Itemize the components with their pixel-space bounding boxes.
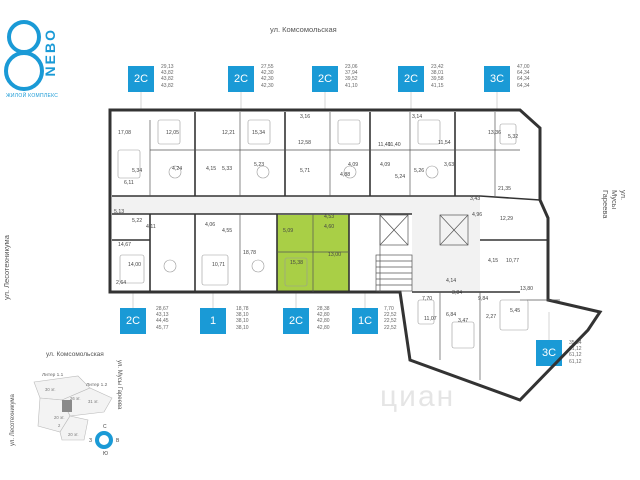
unit-badge-top-4[interactable]: 2С (398, 66, 424, 92)
room-area-label: 5,22 (132, 218, 142, 224)
room-area-label: 10,77 (506, 258, 519, 264)
logo-eight (4, 20, 44, 91)
unit-badge-right[interactable]: 3С (536, 340, 562, 366)
room-area-label: 2,27 (486, 314, 496, 320)
room-area-label: 11,40 (378, 142, 391, 148)
minimap-street-top: ул. Комсомольская (46, 351, 104, 358)
room-area-label: 18,78 (243, 250, 256, 256)
room-area-label: 11,07 (424, 316, 437, 322)
room-area-label: 5,26 (414, 168, 424, 174)
room-area-label: 4,09 (380, 162, 390, 168)
street-top-label: ул. Комсомольская (270, 25, 337, 34)
room-area-label: 3,14 (412, 114, 422, 120)
room-area-label: 12,58 (298, 140, 311, 146)
room-area-label: 5,23 (254, 162, 264, 168)
room-area-label: 13,00 (328, 252, 341, 258)
room-area-label: 5,24 (395, 174, 405, 180)
room-area-label: 7,70 (422, 296, 432, 302)
room-area-label: 6,11 (124, 180, 134, 186)
watermark: циан (380, 380, 456, 413)
room-area-label: 21,35 (498, 186, 511, 192)
unit-badge-top-3[interactable]: 2С (312, 66, 338, 92)
room-area-label: 4,55 (222, 228, 232, 234)
minimap-floor-1: 30 эт. (45, 387, 55, 392)
room-area-label: 3,16 (300, 114, 310, 120)
logo-subtitle: жилой комплекс (6, 93, 59, 99)
svg-text:С: С (103, 424, 107, 430)
unit-badge-bottom-4[interactable]: 1С (352, 308, 378, 334)
minimap-section-2: Литер 1.2 (86, 382, 108, 388)
room-area-label: 5,34 (132, 168, 142, 174)
unit-badge-top-2[interactable]: 2С (228, 66, 254, 92)
room-area-label: 4,14 (446, 278, 456, 284)
room-area-label: 15,38 (290, 260, 303, 266)
room-area-label: 5,32 (508, 134, 518, 140)
room-area-label: 14,00 (128, 262, 141, 268)
unit-badge-bottom-3[interactable]: 2С (283, 308, 309, 334)
room-area-label: 14,67 (118, 242, 131, 248)
room-area-label: 17,08 (118, 130, 131, 136)
compass-icon: С В Ю З (89, 424, 120, 457)
svg-text:З: З (89, 438, 92, 444)
minimap-floor-5: 20 эт. (68, 432, 78, 437)
room-area-label: 5,13 (114, 209, 124, 215)
minimap-floor-2: 26 эт. (70, 396, 80, 401)
minimap-floor-4: 20 эт. (54, 415, 64, 420)
room-area-label: 9,84 (478, 296, 488, 302)
room-area-label: 5,71 (300, 168, 310, 174)
svg-text:В: В (116, 438, 120, 444)
room-area-label: 5,45 (510, 308, 520, 314)
room-area-label: 3,47 (458, 318, 468, 324)
room-area-label: 13,36 (488, 130, 501, 136)
room-area-label: 4,11 (146, 224, 156, 230)
minimap-floor-3: 31 эт. (88, 399, 98, 404)
room-area-label: 5,09 (283, 228, 293, 234)
room-area-label: 4,53 (324, 214, 334, 220)
unit-badge-bottom-1[interactable]: 2С (120, 308, 146, 334)
svg-text:Ю: Ю (103, 451, 108, 457)
room-area-label: 4,09 (348, 162, 358, 168)
room-area-label: 13,80 (520, 286, 533, 292)
room-area-label: 4,60 (324, 224, 334, 230)
minimap-selected-section (62, 400, 72, 412)
minimap-street-left: ул. Лесотехникума (10, 393, 16, 446)
minimap-street-right: ул. Мусы Гареева (116, 360, 122, 410)
room-area-label: 12,21 (222, 130, 235, 136)
room-area-label: 4,88 (340, 172, 350, 178)
room-area-label: 4,06 (205, 222, 215, 228)
room-area-label: 3,63 (444, 162, 454, 168)
room-area-label: 11,40 (388, 142, 401, 148)
room-area-label: 5,33 (222, 166, 232, 172)
room-area-label: 12,05 (166, 130, 179, 136)
room-area-label: 4,96 (472, 212, 482, 218)
room-area-label: 11,54 (438, 140, 451, 146)
unit-badge-top-5[interactable]: 3С (484, 66, 510, 92)
minimap-section-1: Литер 1.1 (42, 372, 64, 378)
room-area-label: 3,43 (470, 196, 480, 202)
unit-badge-top-1[interactable]: 2С (128, 66, 154, 92)
minimap-floor-6: 2 (58, 423, 61, 428)
room-area-label: 10,71 (212, 262, 225, 268)
room-area-label: 12,29 (500, 216, 513, 222)
room-area-label: 6,84 (446, 312, 456, 318)
room-area-label: 2,64 (116, 280, 126, 286)
room-area-label: 3,84 (452, 290, 462, 296)
room-area-label: 4,15 (206, 166, 216, 172)
room-area-label: 4,15 (488, 258, 498, 264)
unit-badge-bottom-2[interactable]: 1 (200, 308, 226, 334)
room-area-label: 15,34 (252, 130, 265, 136)
room-area-label: 4,24 (172, 166, 182, 172)
